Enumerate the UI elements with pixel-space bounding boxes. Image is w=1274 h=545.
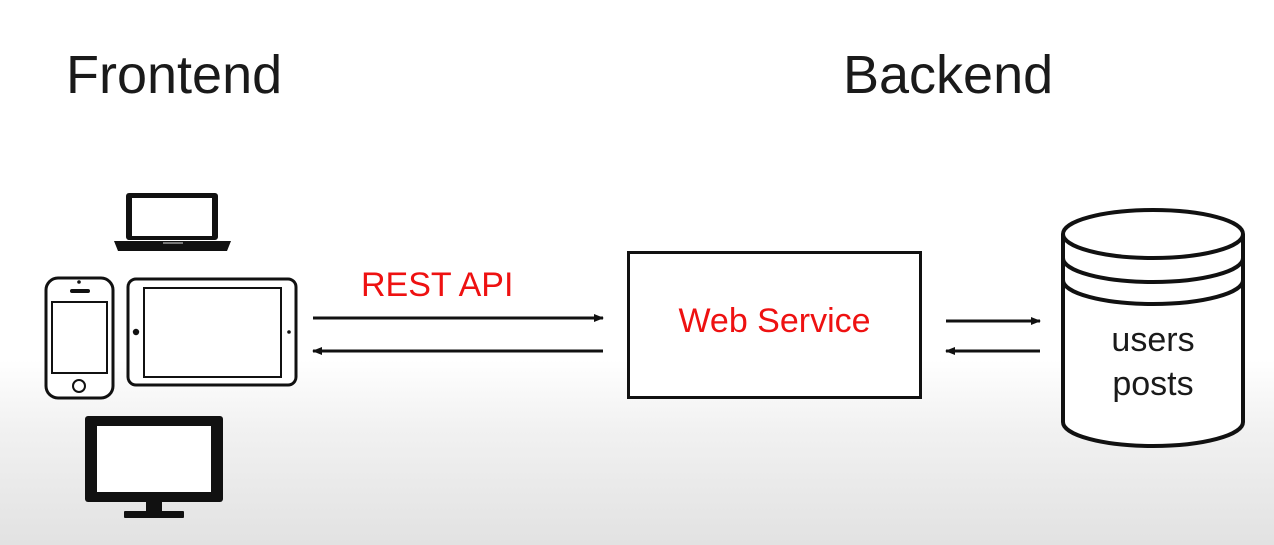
database-icon — [1061, 208, 1245, 448]
laptop-icon — [114, 193, 231, 251]
smartphone-icon — [44, 276, 115, 400]
tablet-icon — [126, 277, 298, 387]
backend-heading: Backend — [843, 45, 1054, 105]
database-line-posts: posts — [1112, 365, 1194, 403]
desktop-monitor-icon — [85, 416, 223, 518]
rest-api-label: REST API — [361, 266, 514, 304]
web-service-box: Web Service — [627, 251, 922, 399]
database-contents: users posts — [1088, 318, 1218, 406]
rest-arrows — [312, 314, 604, 355]
frontend-heading: Frontend — [66, 45, 283, 105]
db-arrows — [945, 317, 1041, 355]
web-service-label: Web Service — [678, 301, 871, 340]
database-line-users: users — [1111, 321, 1195, 359]
